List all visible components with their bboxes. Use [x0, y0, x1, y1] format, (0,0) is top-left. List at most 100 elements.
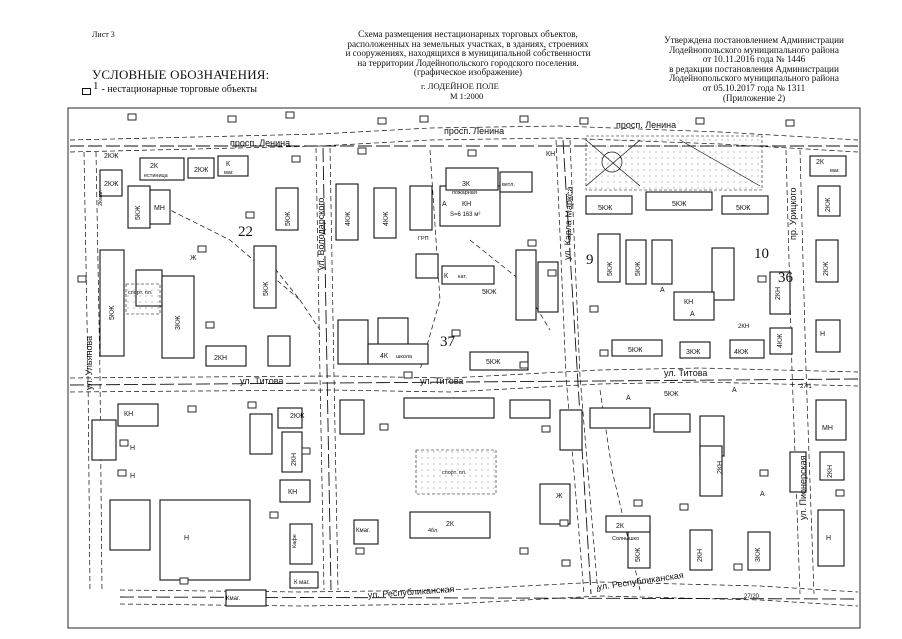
street-karla-marksa: ул. Карла Маркса	[562, 186, 575, 260]
building-label: 4К	[380, 353, 389, 360]
building-label: 4бл.	[428, 528, 439, 534]
building-label: 27/20	[744, 594, 760, 600]
street-titova: ул. Титова	[420, 376, 463, 386]
building-label: естиница	[144, 173, 169, 179]
building-label: 2КН	[214, 355, 227, 362]
building-label: 2КЖ	[825, 197, 832, 212]
building-label: спорт. пл.	[128, 290, 153, 296]
legend-item: 1 - нестационарные торговые объекты	[82, 80, 257, 98]
building-label: 2КН	[717, 461, 724, 474]
building-label: 5КЖ	[635, 547, 642, 562]
building-label: 2КЖ	[104, 153, 119, 160]
map-frame	[67, 107, 861, 629]
map-title: Схема размещения нестационарных торговых…	[318, 29, 618, 78]
street-lines	[69, 125, 859, 607]
street-titova: ул. Титова	[664, 368, 707, 378]
object-number: 9	[586, 252, 594, 268]
building-label: 5КЖ	[482, 289, 497, 296]
building-label: 2К	[446, 521, 455, 528]
building-label: 5КЖ	[635, 261, 642, 276]
legend-title: УСЛОВНЫЕ ОБОЗНАЧЕНИЯ:	[92, 67, 270, 82]
building-label: 2КН	[827, 465, 834, 478]
building-label: 2КН	[697, 549, 704, 562]
building-label: кат.	[458, 274, 467, 280]
building-label: 5КЖ	[135, 205, 142, 220]
building-label: 2КН	[738, 324, 749, 330]
building-label: 5КЖ	[628, 347, 643, 354]
building-label: 3КЖ	[175, 315, 182, 330]
building-label: Н	[820, 331, 825, 338]
object-number: 22	[238, 224, 253, 240]
map-scale: М 1:2000	[450, 91, 484, 101]
building-label: 3К	[462, 181, 471, 188]
building-label: А	[442, 201, 447, 208]
title-line: расположенных на земельных участках, в з…	[347, 38, 589, 49]
building-label: 5КЖ	[285, 211, 292, 226]
street-volodarskogo: ул. Володарского	[316, 198, 326, 270]
place-name: г. ЛОДЕЙНОЕ ПОЛЕ	[421, 81, 499, 91]
building-label: КН	[684, 299, 693, 306]
building-label: МН	[822, 425, 833, 432]
street-respublikanskaya: ул. Республиканская	[597, 570, 684, 592]
building-labels: 2К естиница 2КЖ К маг. 2КЖ КН 3К пожарна…	[98, 151, 840, 602]
kiosk-symbol-icon	[82, 88, 91, 95]
building-label: Ж	[190, 255, 197, 262]
approval-line: Утверждена постановлением Администрации	[664, 35, 844, 45]
building-label: 4КЖ	[777, 333, 784, 348]
building-label: 4КЖ	[734, 349, 749, 356]
building-label: КН	[288, 489, 297, 496]
building-label: ветл.	[502, 182, 515, 188]
building-label: Кафе	[292, 534, 298, 548]
building-label: 3КЖ	[755, 547, 762, 562]
building-label: Кмаг.	[226, 596, 240, 602]
building-label: пожарная	[452, 190, 477, 196]
building-label: 2К	[816, 159, 825, 166]
building-label: 2КЖ	[104, 181, 119, 188]
approval-line: в редакции постановления Администрации	[669, 63, 839, 74]
title-line: Схема размещения нестационарных торговых…	[358, 29, 578, 39]
building-label: 2КЖ	[194, 167, 209, 174]
approval-stamp: Утверждена постановлением Администрации …	[640, 35, 868, 103]
building-label: 5КЖ	[664, 391, 679, 398]
building-label: А	[760, 491, 765, 498]
building-label: Н	[130, 445, 135, 452]
building-label: спорт. пл.	[442, 470, 467, 476]
street-ulyanova: ул. Ульянова	[84, 336, 94, 390]
building-label: 27/1	[800, 384, 812, 390]
building-label: А	[626, 395, 631, 402]
building-label: Н	[130, 473, 135, 480]
building-label: 5КЖ	[598, 205, 613, 212]
building-label: 5КЖ	[672, 201, 687, 208]
buildings	[91, 155, 847, 607]
street-pionerskaya: ул. Пионерская	[798, 455, 808, 520]
object-number: 37	[440, 334, 456, 350]
building-label: А	[690, 311, 695, 318]
street-lenina: просп. Ленина	[616, 120, 676, 130]
approval-line: (Приложение 2)	[722, 92, 786, 103]
building-label: Н	[826, 535, 831, 542]
approval-line: от 10.11.2016 года № 1446	[702, 54, 806, 65]
building-label: 5КЖ	[263, 281, 270, 296]
building-label: ГРП	[418, 236, 429, 242]
building-label: Н	[184, 535, 189, 542]
building-label: Солнышко	[612, 536, 639, 542]
building-label: маг.	[224, 170, 234, 176]
building-label: К	[444, 273, 449, 280]
building-label: 5КЖ	[486, 359, 501, 366]
courtyards	[125, 135, 763, 495]
building-label: 2К	[150, 163, 159, 170]
title-line: на территории Лодейнопольского городског…	[357, 57, 579, 68]
building-label: КН	[546, 151, 555, 158]
building-label: 4КЖ	[345, 211, 352, 226]
building-label: КН	[462, 201, 471, 208]
building-label: 4КЖ	[383, 211, 390, 226]
building-label: 5КЖ	[607, 261, 614, 276]
building-label: Кмаг.	[356, 528, 370, 534]
building-label: 2К	[616, 523, 625, 530]
object-number: 36	[778, 270, 794, 286]
title-line: (графическое изображение)	[413, 67, 523, 78]
object-number: 10	[754, 246, 769, 262]
building-label: 2Кмаг.	[98, 190, 104, 206]
building-label: К маг.	[294, 580, 310, 586]
building-label: 5КЖ	[736, 205, 751, 212]
